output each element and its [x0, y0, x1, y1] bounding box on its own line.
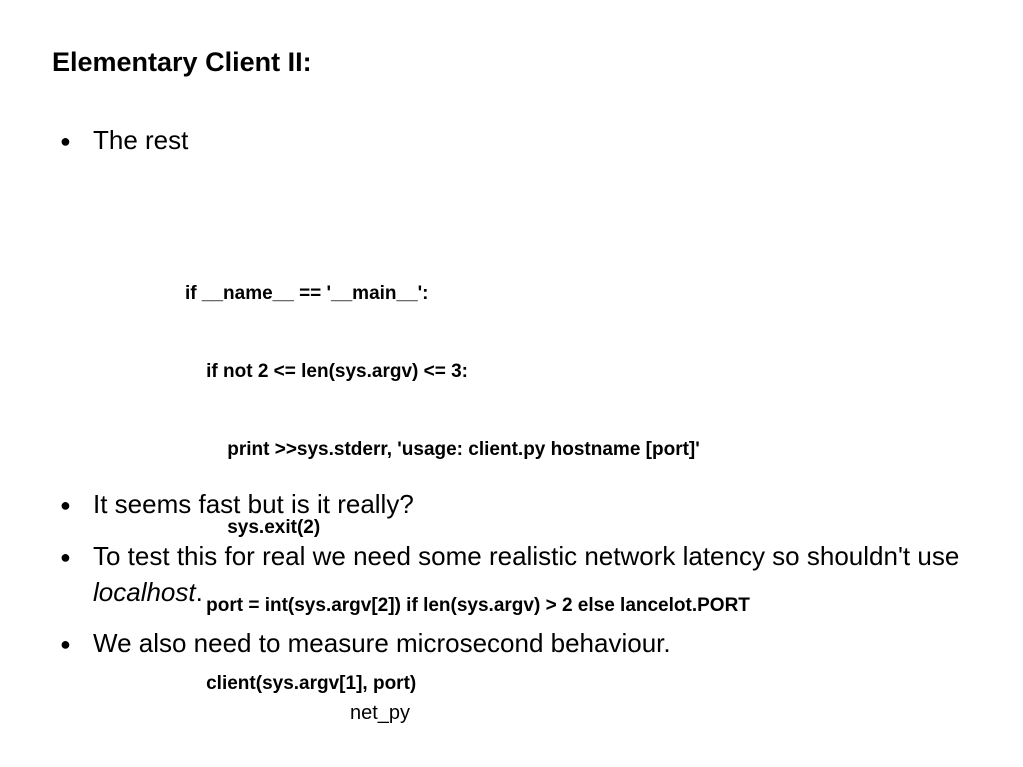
code-line: sys.exit(2) [185, 517, 321, 538]
bullet-text: The rest [93, 125, 189, 155]
code-block: if __name__ == '__main__': if not 2 <= l… [185, 229, 750, 749]
bullet-dot-icon: ● [60, 495, 71, 515]
bullet-dot-icon: ● [60, 547, 71, 567]
bullet-text-italic: localhost [93, 577, 196, 607]
code-line: port = int(sys.argv[2]) if len(sys.argv)… [185, 595, 750, 616]
bullet-text: It seems fast but is it really? [93, 489, 414, 519]
code-line: client(sys.argv[1], port) [185, 673, 417, 694]
bullet-dot-icon: ● [60, 634, 71, 654]
bullet-text: To test this for real we need some reali… [93, 538, 963, 610]
code-line: print >>sys.stderr, 'usage: client.py ho… [185, 439, 700, 460]
slide-title: Elementary Client II: [52, 47, 312, 77]
code-line: if __name__ == '__main__': [185, 283, 429, 304]
bullet-text: We also need to measure microsecond beha… [93, 628, 671, 658]
bullet-text-part: . [195, 577, 203, 607]
bullet-text-part: To test this for real we need some reali… [93, 541, 960, 571]
code-line: if not 2 <= len(sys.argv) <= 3: [185, 361, 468, 382]
slide-footer: net_py [350, 702, 411, 724]
bullet-dot-icon: ● [60, 131, 71, 151]
